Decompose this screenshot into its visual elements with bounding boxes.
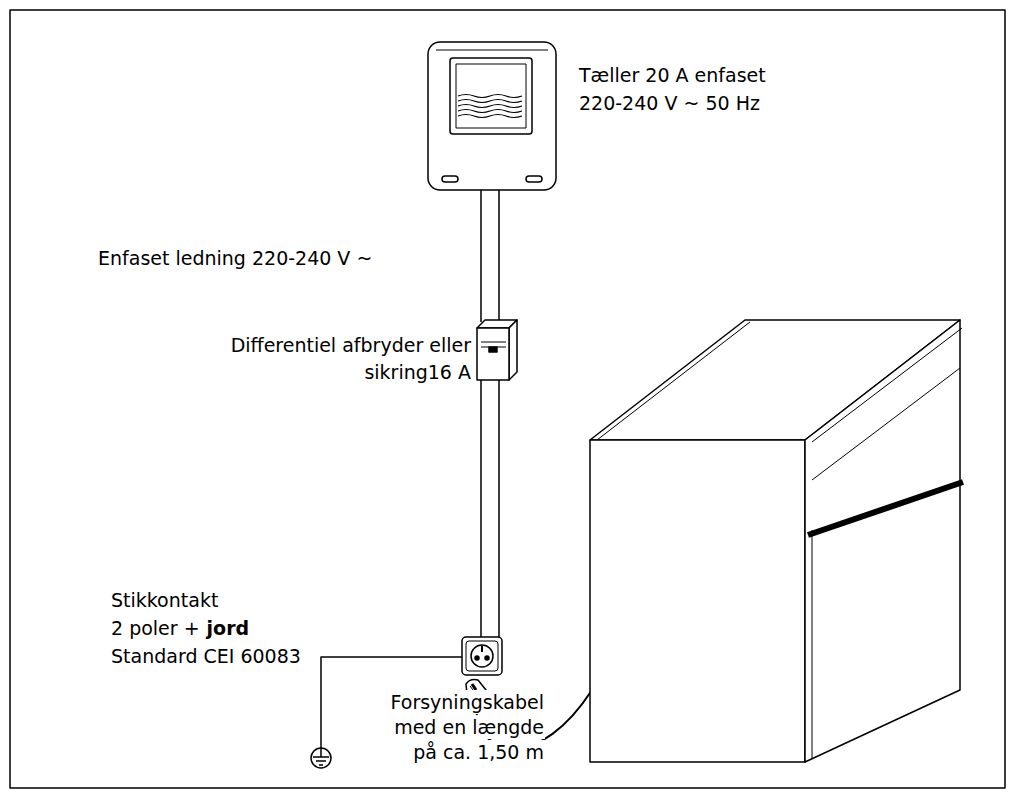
socket-poles: 2 poler +: [110, 616, 201, 640]
socket-symbol: [462, 637, 502, 675]
meter-rating: 220-240 V ~ 50 Hz: [578, 91, 761, 115]
supply-cable: [481, 190, 499, 637]
cable-length-label: Forsyningskabel: [390, 690, 546, 714]
cable-length-label: på ca. 1,50 m: [412, 740, 545, 764]
meter-symbol: [428, 42, 556, 190]
breaker-rating: sikring16 A: [363, 360, 472, 384]
socket-standard: Standard CEI 60083: [110, 644, 302, 668]
ground-symbol: [311, 748, 331, 768]
cable-label: Enfaset ledning 220-240 V ~: [97, 246, 373, 270]
socket-earth: jord: [206, 616, 251, 640]
breaker-symbol: [477, 320, 517, 380]
frame: [10, 10, 1005, 788]
breaker-label: Differentiel afbryder eller: [230, 333, 472, 357]
oven-symbol: [590, 320, 963, 762]
meter-label: Tæller 20 A enfaset: [578, 63, 767, 87]
socket-label: Stikkontakt: [110, 588, 219, 612]
cable-length-label: med en længde: [393, 715, 545, 739]
